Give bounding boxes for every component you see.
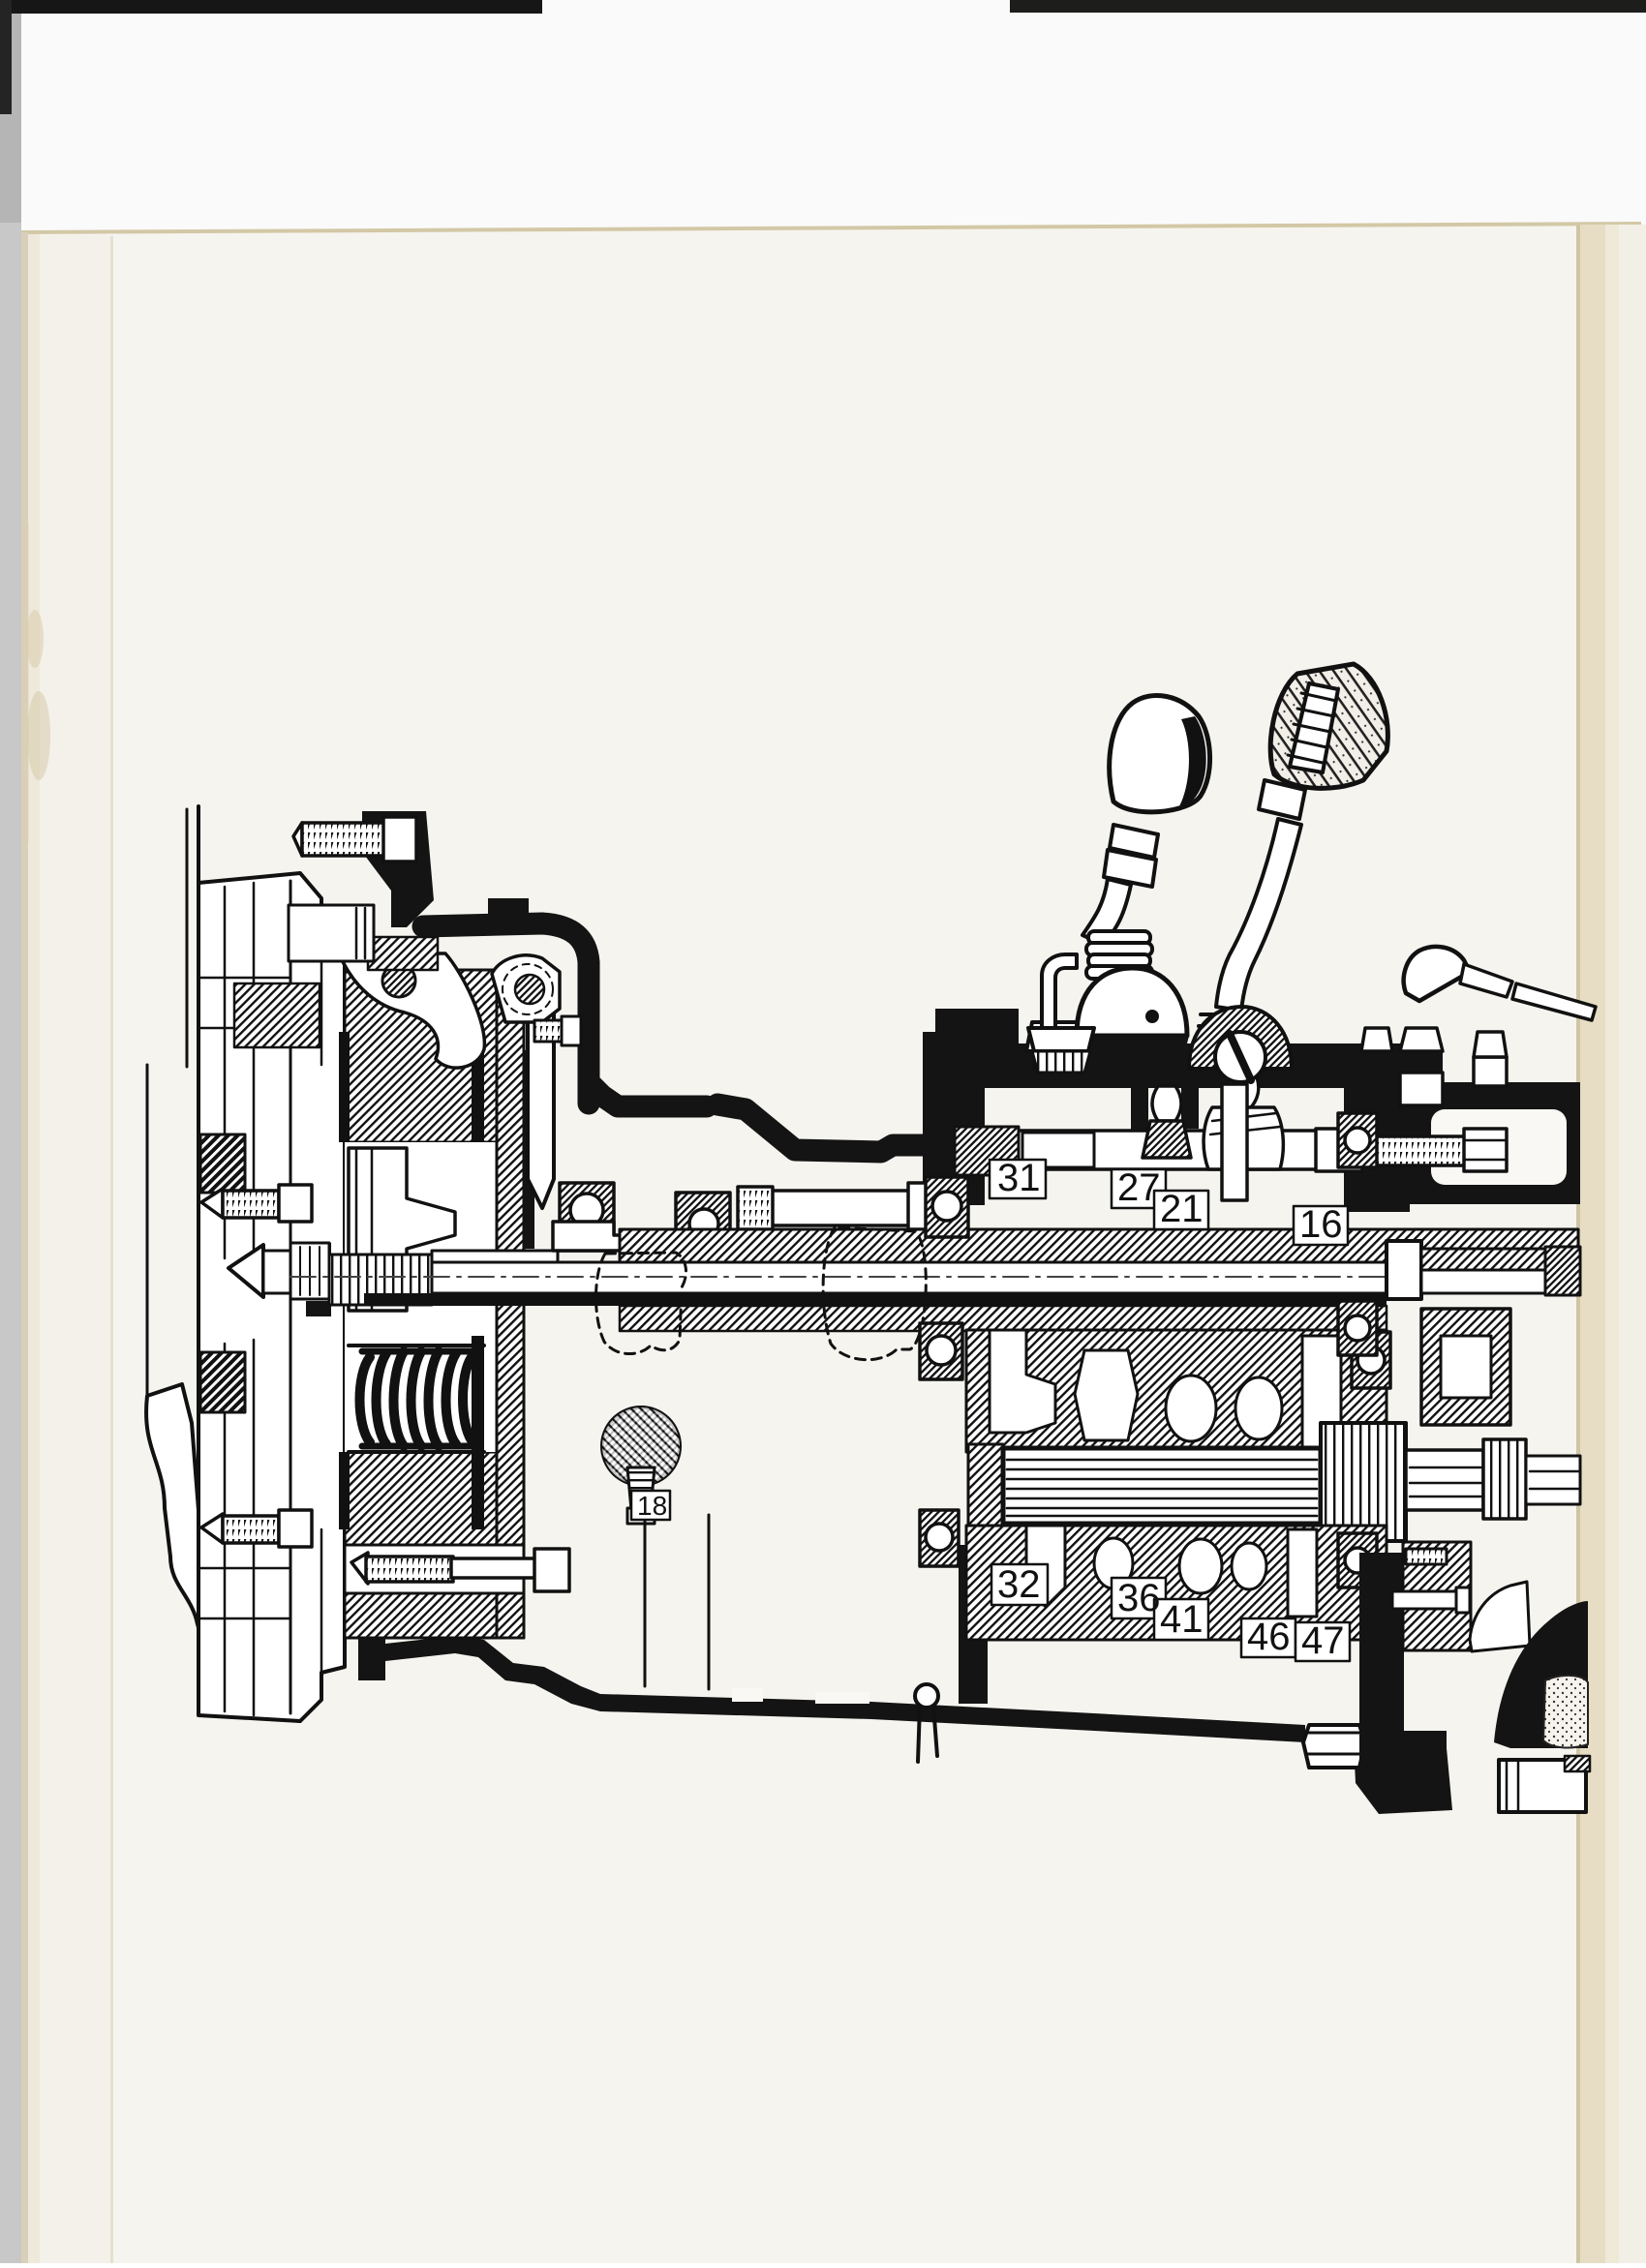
svg-text:27: 27 <box>1117 1166 1161 1209</box>
svg-text:21: 21 <box>1160 1188 1204 1230</box>
svg-text:18: 18 <box>637 1491 667 1521</box>
svg-text:16: 16 <box>1299 1203 1343 1246</box>
svg-text:47: 47 <box>1301 1619 1345 1662</box>
svg-text:46: 46 <box>1247 1616 1291 1658</box>
svg-text:32: 32 <box>997 1563 1041 1606</box>
svg-text:36: 36 <box>1117 1577 1161 1619</box>
svg-text:41: 41 <box>1160 1598 1204 1641</box>
svg-text:31: 31 <box>997 1157 1041 1199</box>
